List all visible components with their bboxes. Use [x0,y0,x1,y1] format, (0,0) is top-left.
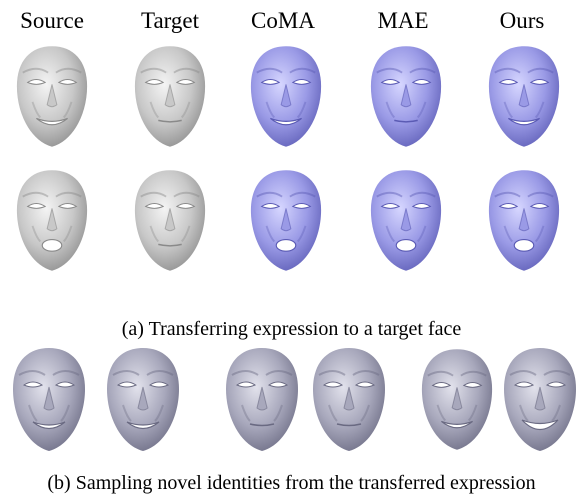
sample-face-5 [421,349,493,450]
column-header-source: Source [20,8,84,33]
column-header-target: Target [141,8,199,33]
face-coma-row2 [250,170,322,271]
column-header-coma: CoMA [251,8,315,33]
face-mae-row1 [370,46,442,147]
sample-face-3 [226,348,298,451]
column-header-ours: Ours [499,8,545,33]
sample-face-2 [107,348,179,451]
face-ours-row2 [488,170,560,271]
face-source-row2 [16,170,88,271]
face-target-row2 [134,170,206,271]
face-target-row1 [134,46,206,147]
caption-b: (b) Sampling novel identities from the t… [47,472,536,494]
sample-face-1 [13,348,85,451]
face-ours-row1 [488,46,560,147]
column-header-mae: MAE [377,8,429,33]
caption-a: (a) Transferring expression to a target … [121,318,462,340]
face-mae-row2 [370,170,442,271]
sample-face-6 [504,348,576,451]
face-coma-row1 [250,46,322,147]
face-source-row1 [16,46,88,147]
sample-face-4 [313,348,385,451]
